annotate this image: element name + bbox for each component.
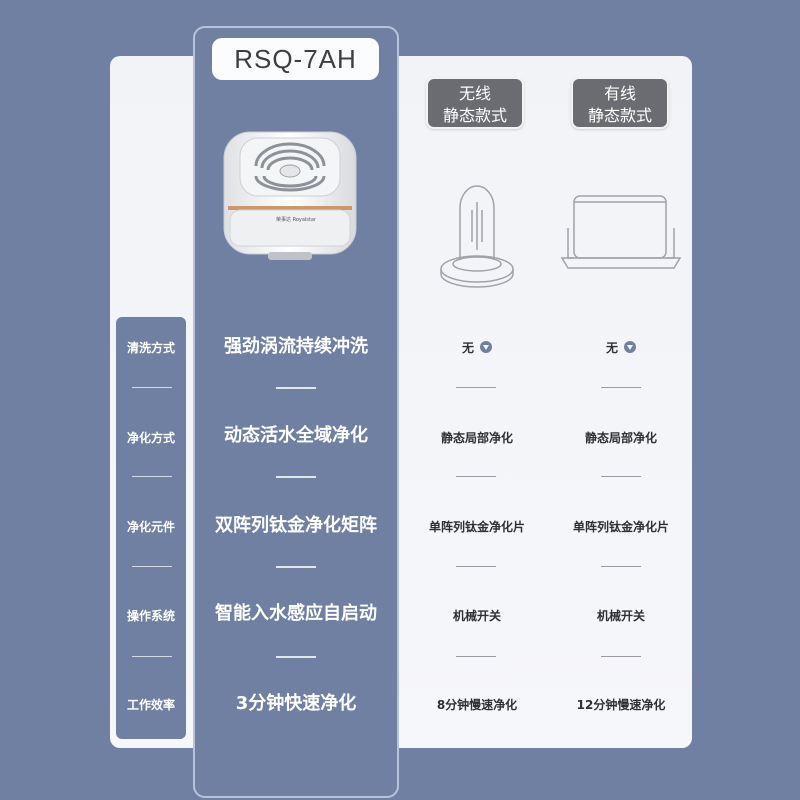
divider xyxy=(456,656,496,657)
divider xyxy=(601,656,641,657)
feature-value: 智能入水感应自启动 xyxy=(215,603,377,624)
competitor-value: 单阵列钛金净化片 xyxy=(572,519,669,534)
competitor-badge: 有线 静态款式 xyxy=(571,77,669,129)
dropdown-marker-icon xyxy=(480,341,492,353)
competitor-type: 有线 xyxy=(603,84,636,103)
divider xyxy=(276,566,316,568)
divider xyxy=(601,387,641,388)
competitor-value: 8分钟慢速净化 xyxy=(436,697,518,712)
competitor-style: 静态款式 xyxy=(587,106,652,125)
row-label: 操作系统 xyxy=(126,608,175,623)
divider xyxy=(456,566,496,567)
competitor-value: 12分钟慢速净化 xyxy=(576,697,666,712)
feature-value: 双阵列钛金净化矩阵 xyxy=(215,515,377,536)
dropdown-marker-icon xyxy=(624,341,636,353)
competitor-value: 静态局部净化 xyxy=(440,430,513,445)
divider xyxy=(456,476,496,477)
row-label: 工作效率 xyxy=(126,697,175,712)
divider xyxy=(132,387,172,388)
wired-purifier-icon xyxy=(560,195,682,269)
feature-value: 3分钟快速净化 xyxy=(235,693,357,714)
divider xyxy=(276,656,316,658)
row-label: 清洗方式 xyxy=(126,340,175,355)
competitor-value-text: 无 xyxy=(605,340,618,355)
divider xyxy=(276,387,316,389)
competitor-value: 无 xyxy=(541,332,701,362)
row-label: 净化方式 xyxy=(126,430,175,445)
competitor-value: 静态局部净化 xyxy=(584,430,657,445)
competitor-value-text: 无 xyxy=(461,340,474,355)
competitor-value: 机械开关 xyxy=(452,608,501,623)
divider xyxy=(276,476,316,478)
row-label: 净化元件 xyxy=(126,519,175,534)
wireless-purifier-icon xyxy=(440,185,514,288)
competitor-badge: 无线 静态款式 xyxy=(426,77,524,129)
divider xyxy=(132,566,172,567)
divider xyxy=(601,566,641,567)
competitor-value: 单阵列钛金净化片 xyxy=(428,519,525,534)
product-image: 荣事达 Royalstar xyxy=(223,131,357,260)
model-name-badge: RSQ-7AH xyxy=(212,38,379,80)
competitor-type: 无线 xyxy=(458,84,491,103)
divider xyxy=(132,656,172,657)
competitor-value: 机械开关 xyxy=(596,608,645,623)
brand-logo: 荣事达 Royalstar xyxy=(276,216,317,223)
divider xyxy=(132,476,172,477)
competitor-value: 无 xyxy=(397,332,557,362)
competitor-style: 静态款式 xyxy=(442,106,507,125)
feature-value: 动态活水全域净化 xyxy=(224,425,368,446)
divider xyxy=(601,476,641,477)
divider xyxy=(456,387,496,388)
feature-value: 强劲涡流持续冲洗 xyxy=(224,336,368,357)
